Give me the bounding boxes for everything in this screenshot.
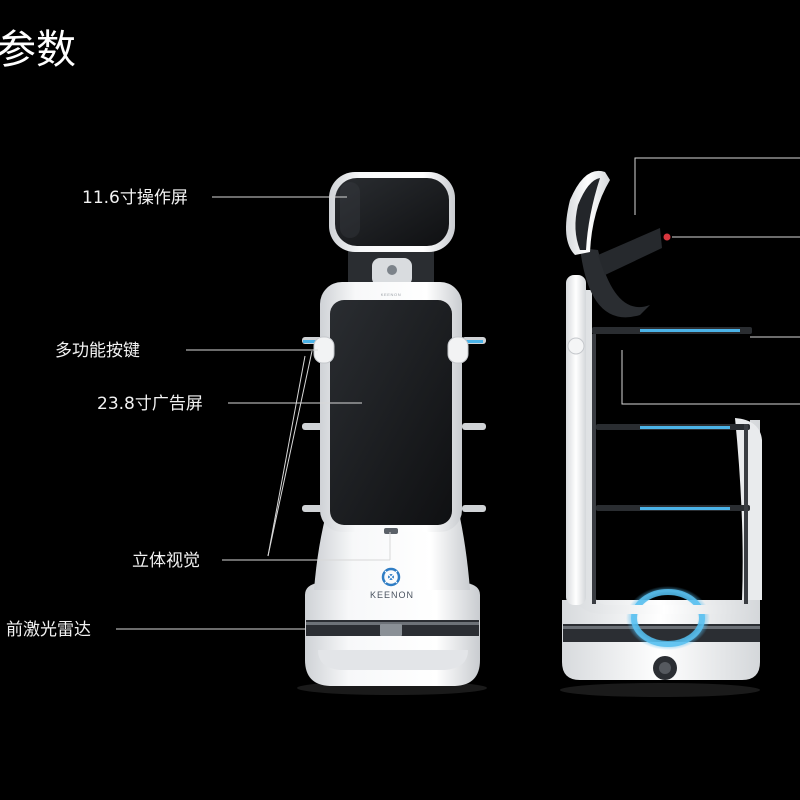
callout-ad-screen: 23.8寸广告屏 — [97, 394, 203, 414]
body-brand-logo: KEENON — [370, 590, 414, 600]
page-title: 参数 — [0, 27, 76, 73]
side-robot — [560, 170, 762, 697]
callout-operation-screen: 11.6寸操作屏 — [82, 188, 188, 208]
leader-lines — [116, 157, 800, 630]
callout-stereo-vision: 立体视觉 — [132, 551, 200, 571]
keenon-logo-icon — [381, 567, 401, 587]
callout-front-lidar: 前激光雷达 — [6, 620, 91, 640]
front-robot: KEENON KEENON — [297, 172, 487, 695]
callout-multi-button: 多功能按键 — [55, 341, 140, 361]
torso-brand-mark: KEENON — [381, 292, 402, 297]
